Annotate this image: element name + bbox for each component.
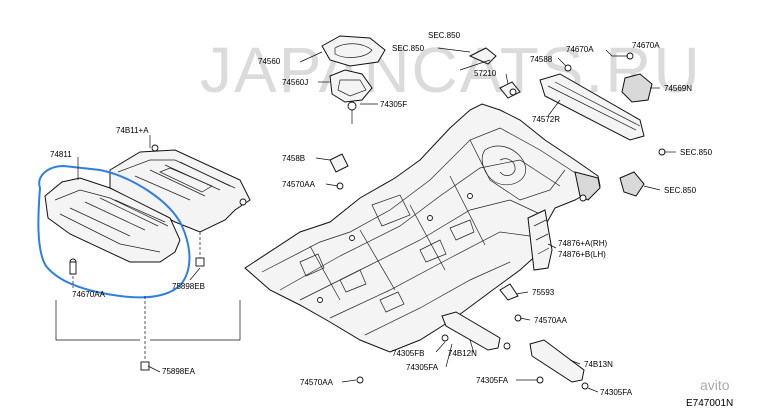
label-74570aa-2: 74570AA: [534, 316, 568, 325]
label-74570aa-3: 74570AA: [300, 378, 334, 387]
label-7458b: 7458B: [282, 154, 305, 163]
label-74670a-2: 74670A: [632, 41, 660, 50]
floor-pan: [244, 103, 601, 353]
label-74305fa-3: 74305FA: [600, 388, 633, 397]
watermark-avito: avito: [700, 377, 730, 393]
watermark-text: JAPANCATS.RU: [200, 34, 702, 106]
label-74572r: 74572R: [532, 115, 560, 124]
label-75593: 75593: [532, 288, 555, 297]
label-sec850-a: SEC.850: [428, 31, 461, 40]
label-74588: 74588: [530, 55, 553, 64]
label-74305fa-1: 74305FA: [406, 363, 439, 372]
label-74305f: 74305F: [380, 100, 407, 109]
label-74670a-1: 74670A: [566, 45, 594, 54]
label-74876a: 74876+A(RH): [558, 239, 607, 248]
label-74811a: 74B11+A: [116, 126, 149, 135]
leader-lines: [77, 47, 676, 393]
label-74670aa: 74670AA: [72, 290, 106, 299]
label-74570aa-1: 74570AA: [282, 180, 316, 189]
label-74569n: 74569N: [664, 84, 692, 93]
part-labels: 74811 74B11+A 74670AA 75898EB 75898EA 74…: [50, 31, 713, 397]
diagram-code: E747001N: [686, 398, 733, 409]
side-sill-panel: [527, 209, 553, 271]
label-74876b: 74876+B(LH): [558, 250, 606, 259]
label-74813n: 74B13N: [584, 360, 613, 369]
label-74811: 74811: [50, 150, 72, 159]
label-74305fa-2: 74305FA: [476, 376, 509, 385]
spare-well-cover: [321, 35, 386, 124]
label-sec850-c: SEC.850: [680, 148, 713, 157]
bottom-rails: [356, 283, 589, 390]
cover-fasteners: [55, 232, 241, 371]
label-sec850-b: SEC.850: [392, 44, 425, 53]
label-57210: 57210: [474, 69, 497, 78]
label-74560j: 74560J: [282, 78, 308, 87]
label-74305fb: 74305FB: [392, 349, 424, 358]
label-74560: 74560: [258, 57, 281, 66]
label-75898ea: 75898EA: [162, 367, 196, 376]
label-sec850-d: SEC.850: [664, 186, 697, 195]
rear-members: [329, 47, 666, 197]
label-74812n: 74B12N: [448, 349, 477, 358]
under-cover-rear: [109, 144, 251, 233]
label-75898eb: 75898EB: [172, 282, 205, 291]
highlight-outline: [37, 164, 191, 299]
